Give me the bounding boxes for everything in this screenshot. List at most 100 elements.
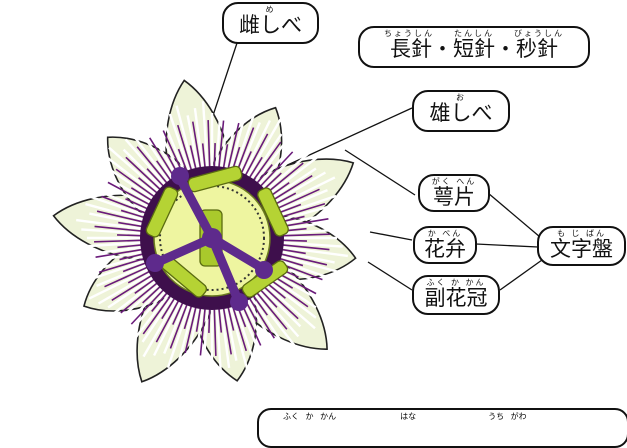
filament-purple (120, 280, 160, 314)
filament-white (93, 178, 150, 209)
filament-white (76, 218, 143, 231)
filament-white (237, 302, 261, 354)
filament-white (257, 134, 304, 187)
label-corona-ruby: ふく か かん (426, 278, 486, 287)
filament-white (97, 271, 152, 305)
filament-white (272, 171, 327, 205)
filament-white (266, 153, 322, 197)
filament-white (276, 189, 328, 213)
filament-purple (254, 290, 288, 330)
filament-white (131, 292, 171, 343)
filament-white (107, 167, 155, 201)
filament-purple (122, 261, 149, 273)
filament-purple (250, 292, 268, 316)
filament-white (269, 167, 317, 201)
filament-purple (217, 305, 223, 333)
filament-purple (146, 168, 167, 189)
filament-white (215, 107, 222, 169)
filament-purple (134, 276, 158, 294)
filament-purple (142, 292, 174, 335)
filament-white (122, 286, 164, 328)
filament-white (145, 123, 179, 178)
filament-white (186, 306, 200, 361)
filament-purple (269, 175, 313, 203)
filament-purple (207, 120, 211, 171)
filament-white (279, 201, 345, 222)
filament-purple (120, 209, 148, 220)
filament-purple (156, 160, 174, 184)
filament-purple (264, 162, 304, 196)
filament-purple (279, 233, 330, 237)
filament-white (166, 303, 191, 369)
stigmas (146, 167, 273, 311)
label-dial: も じ ばん 文字盤 (537, 226, 626, 266)
filament-purple (213, 305, 217, 356)
stamens (145, 165, 289, 298)
filament-purple (279, 239, 307, 242)
filament-white (107, 157, 158, 197)
filament-white (281, 245, 348, 258)
filament-purple (95, 248, 146, 259)
filament-white (269, 275, 317, 309)
label-corona-text: 副花冠 (424, 286, 488, 310)
label-dial-ruby: も じ ばん (556, 229, 607, 238)
filament-white (260, 286, 302, 328)
filament-purple (247, 156, 263, 181)
filament-purple (217, 120, 225, 171)
filament-white (89, 250, 144, 264)
filament-white (96, 189, 148, 213)
filament-white (176, 305, 196, 365)
filament-white (253, 133, 293, 184)
filament-white (163, 122, 187, 174)
filament-purple (130, 287, 167, 325)
filament-purple (278, 248, 306, 255)
filament-white (92, 168, 152, 205)
filament-white (233, 303, 256, 363)
filament-white (228, 305, 249, 371)
filament-purple (125, 198, 151, 211)
filament-white (249, 133, 283, 181)
filament-purple (201, 143, 207, 171)
label-corona: ふく か かん 副花冠 (412, 275, 500, 315)
filament-white (163, 302, 187, 354)
filament-white (224, 306, 238, 361)
filament-purple (111, 273, 155, 301)
filament-white (263, 283, 316, 330)
filament-white (281, 241, 343, 248)
filament-white (279, 254, 339, 274)
label-petal: か べん 花弁 (413, 226, 477, 264)
filament-white (274, 176, 336, 209)
label-petal-text: 花弁 (424, 237, 466, 261)
filament-white (193, 107, 205, 169)
label-pistil-ruby: め (265, 5, 276, 14)
filament-purple (261, 283, 299, 320)
filament-white (107, 275, 155, 309)
label-sepal: がく へん 萼片 (418, 174, 490, 212)
filament-purple (118, 221, 146, 228)
label-petal-ruby: か べん (427, 229, 463, 238)
filament-purple (94, 239, 145, 243)
label-stamen-ruby: お (456, 93, 466, 102)
filament-purple (226, 122, 240, 172)
filament-white (152, 300, 183, 357)
filament-white (281, 227, 349, 235)
filament-purple (222, 304, 233, 355)
filament-purple (155, 297, 181, 343)
filament-white (142, 298, 179, 358)
filament-white (81, 228, 143, 235)
filament-white (141, 133, 175, 181)
filament-purple (136, 146, 170, 186)
filament-white (257, 289, 300, 338)
label-pistil-text: 雌しべ (239, 13, 302, 37)
filament-purple (130, 187, 155, 203)
filament-purple (94, 225, 145, 233)
filament-white (124, 138, 167, 187)
filament-purple (125, 156, 163, 193)
filament-purple (107, 181, 153, 207)
filament-purple (138, 177, 160, 196)
filament-white (112, 283, 161, 326)
label-pistil: め 雌しべ (222, 2, 319, 44)
filament-white (87, 259, 147, 282)
filament-purple (119, 252, 146, 261)
filament-purple (243, 133, 269, 179)
